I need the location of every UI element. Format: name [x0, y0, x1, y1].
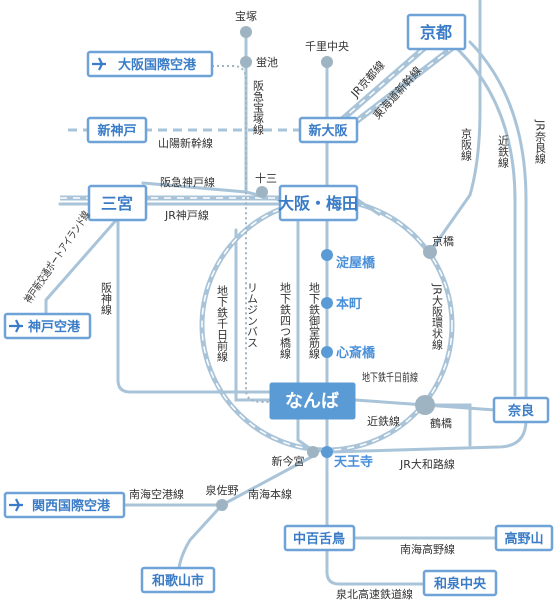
- station-shin-kobe: 新神戸: [97, 123, 136, 139]
- kyobashi-dot: [423, 245, 437, 259]
- jr-nara-line: [328, 40, 528, 454]
- station-honmachi: 本町: [336, 296, 362, 312]
- airplane-icon: [9, 498, 23, 512]
- station-juso: 十三: [255, 171, 277, 185]
- station-kobe-airport: 神戸空港: [28, 319, 81, 335]
- station-izumisano: 泉佐野: [206, 483, 239, 497]
- line-nankai-airport: 南海空港線: [129, 487, 184, 501]
- wakayamashi-box: [140, 566, 216, 594]
- rail-lines: [44, 0, 528, 586]
- senri-chuo-dot: [321, 56, 333, 68]
- station-hotarugaike: 蛍池: [256, 55, 278, 69]
- major-station-dots: [321, 249, 333, 458]
- airplane-icon: [92, 57, 106, 71]
- kintetsu-kyoto-line: [448, 40, 517, 397]
- line-nankai-koya: 南海高野線: [400, 542, 455, 556]
- itami-airport-box: [86, 50, 214, 78]
- line-kintetsu-2: 近鉄線: [367, 414, 400, 428]
- station-namba: なんば: [285, 391, 339, 412]
- kyoto-box: [406, 13, 467, 51]
- yodoyabashi-dot: [321, 249, 333, 261]
- kintetsu-namba-line: [353, 398, 472, 447]
- shin-osaka-box: [298, 116, 359, 144]
- line-jr-yamatoji: JR大和路線: [399, 457, 455, 471]
- osaka-umeda-box: [278, 184, 359, 222]
- station-kyoto: 京都: [420, 23, 452, 42]
- koyasan-box: [494, 524, 554, 552]
- nara-box: [492, 396, 550, 424]
- kansai-airport-box: [3, 491, 126, 519]
- hotarugaike-dot: [240, 56, 252, 68]
- line-kintetsu: 近鉄線: [497, 135, 510, 168]
- station-izumi-chuo: 和泉中央: [434, 576, 487, 592]
- izumisano-dot: [216, 499, 228, 511]
- station-sannomiya: 三宮: [101, 194, 133, 213]
- shin-kobe-box: [86, 116, 148, 144]
- station-senri-chuo: 千里中央: [305, 40, 349, 53]
- line-hankyu-kobe: 阪急神戸線: [160, 175, 215, 189]
- hanshin-line: [116, 218, 272, 394]
- line-nankai-main: 南海本線: [248, 487, 292, 501]
- nankai-main-line: [220, 453, 317, 507]
- line-jr-loop: JR大阪環状線: [431, 283, 444, 350]
- honmachi-dot: [321, 297, 333, 309]
- kintetsu-nara-line: [423, 403, 497, 412]
- station-shin-imamiya: 新今宮: [272, 454, 305, 468]
- kobe-airport-box: [3, 312, 92, 340]
- station-takarazuka: 宝塚: [235, 9, 257, 23]
- shin-imamiya-dot: [307, 446, 319, 458]
- line-sennichimae-2: 地下鉄千日前線: [362, 370, 418, 384]
- station-koyasan: 高野山: [504, 531, 543, 547]
- line-midosuji: 地下鉄御堂筋線: [308, 282, 321, 359]
- station-itami-airport: 大阪国際空港: [118, 57, 197, 73]
- station-boxes: [3, 13, 554, 597]
- line-hanshin: 阪神線: [100, 281, 113, 315]
- airplane-icon: [9, 319, 23, 333]
- station-nakamozu: 中百舌鳥: [293, 531, 345, 547]
- shinsaibashi-dot: [321, 346, 333, 358]
- station-kansai-airport: 関西国際空港: [32, 498, 111, 514]
- line-sanyo-shinkansen: 山陽新幹線: [158, 136, 213, 150]
- line-jr-kobe: JR神戸線: [164, 208, 209, 222]
- tsuruhashi-dot: [415, 395, 435, 415]
- keihan-line: [428, 0, 482, 254]
- minor-station-dots: [216, 26, 437, 511]
- namba-box: [269, 382, 356, 420]
- line-hankyu-takarazuka: 阪急宝塚線: [252, 79, 265, 135]
- limousine-bus-route: [212, 65, 270, 403]
- line-limousine-bus: リムジンバス: [246, 282, 259, 348]
- line-keihan: 京阪線: [460, 127, 473, 161]
- senboku-line: [325, 538, 432, 586]
- juso-dot: [256, 186, 268, 198]
- sennichimae-line: [234, 228, 272, 402]
- station-shin-osaka: 新大阪: [308, 123, 348, 139]
- sannomiya-box: [87, 184, 148, 222]
- izumi-chuo-box: [422, 569, 498, 597]
- station-shinsaibashi: 心斎橋: [336, 345, 376, 361]
- station-nara: 奈良: [507, 403, 534, 419]
- line-jr-nara: JR奈良線: [534, 119, 547, 164]
- station-tennoji: 天王寺: [334, 454, 373, 470]
- line-senboku: 泉北高速鉄道線: [336, 587, 413, 600]
- tennoji-dot: [321, 446, 333, 458]
- takarazuka-dot: [240, 26, 252, 38]
- nakamozu-box: [283, 524, 356, 552]
- airport-icons: [9, 57, 106, 512]
- station-wakayamashi: 和歌山市: [152, 573, 204, 589]
- station-tsuruhashi: 鶴橋: [430, 416, 452, 430]
- line-sennichimae-1: 地下鉄千日前線: [216, 285, 229, 362]
- station-yodoyabashi: 淀屋橋: [336, 255, 376, 271]
- station-kyobashi: 京橋: [432, 234, 454, 248]
- line-yotsubashi: 地下鉄四つ橋線: [279, 282, 292, 359]
- station-osaka-umeda: 大阪・梅田: [278, 194, 358, 213]
